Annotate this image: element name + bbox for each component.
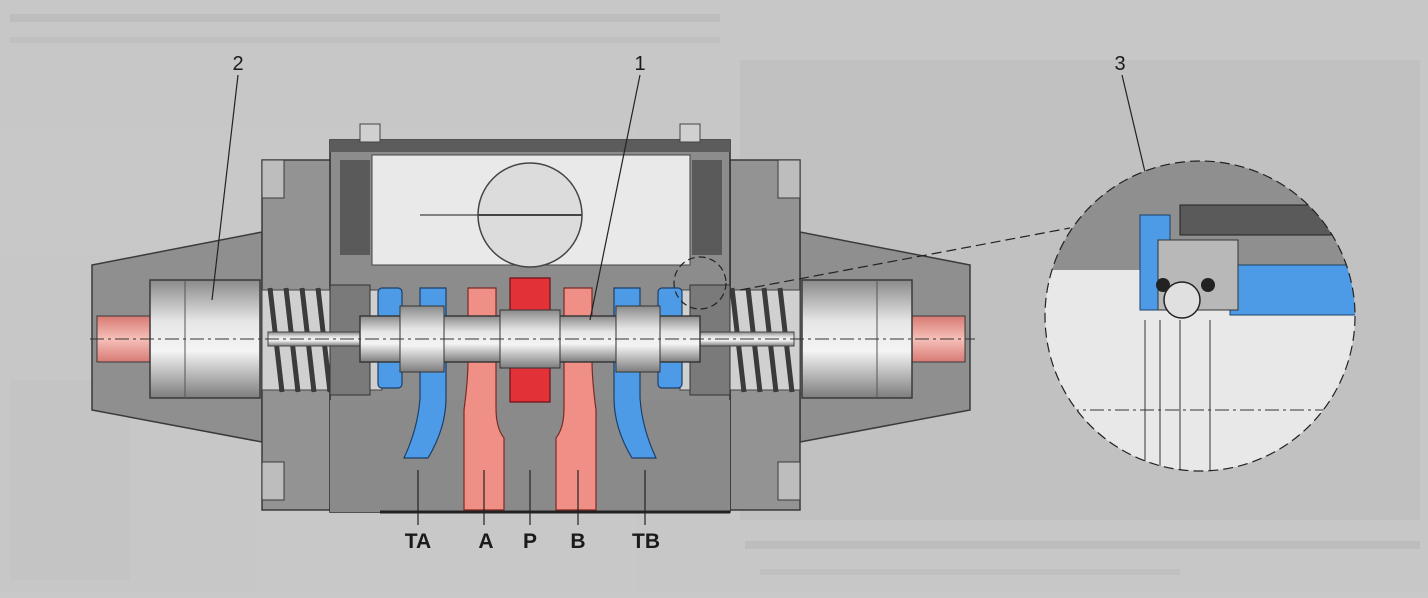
port-label-p: P xyxy=(523,530,537,553)
port-label-tb: TB xyxy=(632,530,660,553)
callout-1: 1 xyxy=(634,53,645,75)
port-label-ta: TA xyxy=(405,530,431,553)
callout-leaders xyxy=(211,74,1146,321)
detail-marker-circle xyxy=(673,256,727,310)
callout-3: 3 xyxy=(1114,53,1125,75)
port-label-b: B xyxy=(570,530,585,553)
port-label-a: A xyxy=(478,530,493,553)
valve-spool xyxy=(90,305,975,373)
port-markers xyxy=(417,470,646,525)
callout-2: 2 xyxy=(232,53,243,75)
